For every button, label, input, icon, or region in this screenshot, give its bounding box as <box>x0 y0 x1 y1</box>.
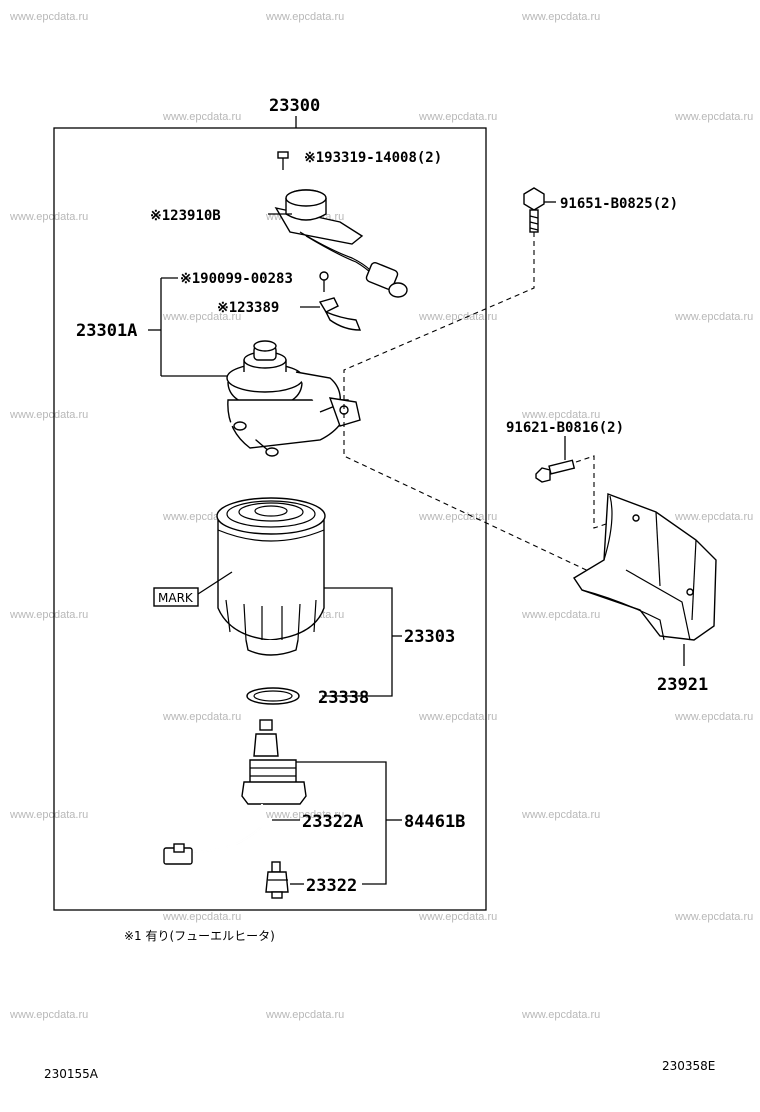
watermark: www.epcdata.ru <box>265 809 344 821</box>
drain-sensor <box>163 719 307 865</box>
watermark: www.epcdata.ru <box>9 409 88 421</box>
callout-filter-head[interactable]: 23301A <box>76 321 137 341</box>
watermark: www.epcdata.ru <box>674 511 753 523</box>
watermark: www.epcdata.ru <box>162 111 241 123</box>
watermark: www.epcdata.ru <box>162 711 241 723</box>
watermark: www.epcdata.ru <box>9 211 88 223</box>
callout-sensor[interactable]: ※123910B <box>150 208 221 224</box>
watermark: www.epcdata.ru <box>674 711 753 723</box>
sensor-screw <box>277 151 289 170</box>
footnote: ※1 有り(フューエルヒータ) <box>124 929 275 943</box>
mark-text: MARK <box>158 591 194 605</box>
drain-cock <box>265 861 289 899</box>
watermark: www.epcdata.ru <box>674 311 753 323</box>
watermark: www.epcdata.ru <box>418 311 497 323</box>
bracket-screw <box>319 271 329 292</box>
watermark: www.epcdata.ru <box>674 111 753 123</box>
callout-drain-cock[interactable]: 23322 <box>306 876 357 896</box>
watermark: www.epcdata.ru <box>418 911 497 923</box>
mount-bolt <box>523 187 545 233</box>
filter-head <box>186 340 361 460</box>
figure-code-left: 230155A <box>44 1067 99 1081</box>
callout-oring[interactable]: 23338 <box>318 688 369 708</box>
callout-drain-plug[interactable]: 23322A <box>302 812 363 832</box>
watermark: www.epcdata.ru <box>9 809 88 821</box>
watermark: www.epcdata.ru <box>521 809 600 821</box>
watermark: www.epcdata.ru <box>265 11 344 23</box>
callout-bracket-bolt[interactable]: 91621-B0816(2) <box>506 420 624 436</box>
watermark: www.epcdata.ru <box>418 711 497 723</box>
leader-element <box>322 587 393 697</box>
callout-sensor-screw[interactable]: ※193319-14008(2) <box>304 150 442 166</box>
watermark: www.epcdata.ru <box>521 1009 600 1021</box>
callout-element[interactable]: 23303 <box>404 627 455 647</box>
watermark: www.epcdata.ru <box>9 1009 88 1021</box>
callout-switch[interactable]: 84461B <box>404 812 465 832</box>
watermark: www.epcdata.ru <box>9 11 88 23</box>
filter-element <box>216 497 326 656</box>
water-level-sensor <box>274 189 408 298</box>
watermark: www.epcdata.ru <box>521 409 600 421</box>
hose-clamp <box>318 297 362 331</box>
watermark: www.epcdata.ru <box>265 1009 344 1021</box>
watermark: www.epcdata.ru <box>521 11 600 23</box>
assembly-frame <box>53 127 487 911</box>
callout-23300[interactable]: 23300 <box>269 96 320 116</box>
callout-bracket-screw[interactable]: ※190099-00283 <box>180 271 293 287</box>
watermark: www.epcdata.ru <box>418 111 497 123</box>
dash-bracket-bolt <box>575 455 613 529</box>
callout-mount-bolt[interactable]: 91651-B0825(2) <box>560 196 678 212</box>
leader-switch <box>296 761 387 885</box>
watermark: www.epcdata.ru <box>162 911 241 923</box>
watermark: www.epcdata.ru <box>162 311 241 323</box>
callout-clamp[interactable]: ※123389 <box>217 300 279 316</box>
watermark: www.epcdata.ru <box>9 609 88 621</box>
mark-label: MARK <box>153 571 233 607</box>
callout-bracket[interactable]: 23921 <box>657 675 708 695</box>
filter-bracket <box>573 493 717 641</box>
watermark: www.epcdata.ru <box>418 511 497 523</box>
watermark: www.epcdata.ru <box>521 609 600 621</box>
figure-code-right: 230358E <box>662 1059 715 1073</box>
dash-bolt-to-head <box>343 232 685 617</box>
bracket-bolt <box>535 459 576 483</box>
watermark: www.epcdata.ru <box>674 911 753 923</box>
o-ring-inner <box>253 690 293 702</box>
